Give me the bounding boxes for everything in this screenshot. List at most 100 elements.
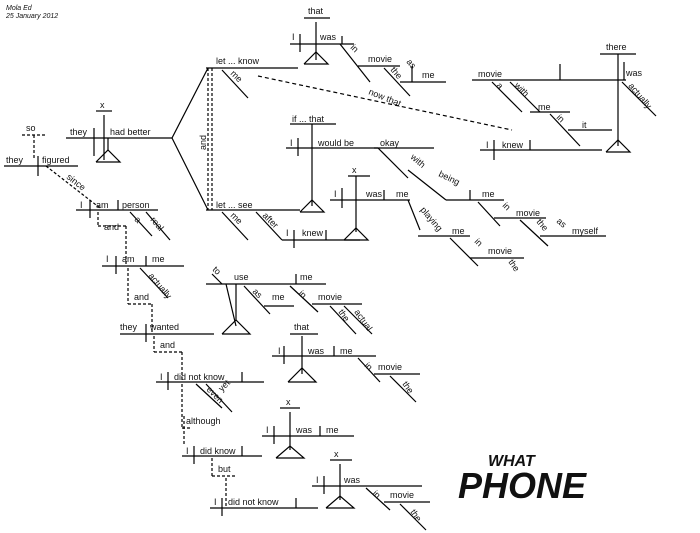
word-the-2: the xyxy=(400,379,415,395)
word-me-4: me xyxy=(340,346,353,356)
word-was-1: was xyxy=(307,346,325,356)
word-i-9: I xyxy=(292,32,295,42)
word-use: use xyxy=(234,272,249,282)
word-they-2: they xyxy=(70,127,88,137)
word-actually-2: actually xyxy=(626,81,654,111)
word-x-1: x xyxy=(100,100,105,110)
watermark-phone: PHONE xyxy=(458,465,587,502)
word-that-1: that xyxy=(294,322,310,332)
word-x-2: x xyxy=(286,397,291,407)
word-me-8: me xyxy=(422,70,435,80)
word-the-3: the xyxy=(408,507,423,523)
word-me-11: me xyxy=(452,226,465,236)
word-it: it xyxy=(582,120,587,130)
word-had-better: had better xyxy=(110,127,151,137)
watermark-what: WHAT xyxy=(488,453,536,470)
word-as-2: as xyxy=(404,57,418,71)
word-i-8: I xyxy=(316,475,319,485)
word-the-5: the xyxy=(534,217,550,233)
word-me-9: me xyxy=(482,189,495,199)
word-was-6: was xyxy=(625,68,643,78)
word-me-5: me xyxy=(326,425,339,435)
word-am-2: am xyxy=(122,254,135,264)
word-after: after xyxy=(261,210,281,230)
word-am-1: am xyxy=(96,200,109,210)
word-the-1: the xyxy=(336,307,351,323)
word-movie-5: movie xyxy=(516,208,540,218)
word-in-6: in xyxy=(473,236,485,248)
word-x-3: x xyxy=(334,449,339,459)
word-in-2: in xyxy=(363,360,375,372)
word-but: but xyxy=(218,464,231,474)
word-was-2: was xyxy=(295,425,313,435)
word-in-5: in xyxy=(501,200,513,212)
word-i-3: I xyxy=(160,372,163,382)
word-in-1: in xyxy=(297,288,309,300)
word-i-2: I xyxy=(106,254,109,264)
word-the-6: the xyxy=(506,257,521,273)
word-did-not-know-1: did not know xyxy=(174,372,225,382)
word-if-that: if ... that xyxy=(292,114,325,124)
word-actually-1: actually xyxy=(146,271,174,301)
word-myself: myself xyxy=(572,226,599,236)
word-movie-3: movie xyxy=(390,490,414,500)
word-with-1: with xyxy=(408,151,427,170)
word-would-be: would be xyxy=(317,138,354,148)
word-movie-7: movie xyxy=(478,69,502,79)
word-movie-4: movie xyxy=(368,54,392,64)
word-i-4: I xyxy=(186,446,189,456)
word-wanted: wanted xyxy=(149,322,179,332)
word-although: although xyxy=(186,416,221,426)
word-being: being xyxy=(437,169,461,187)
word-x-4: x xyxy=(352,165,357,175)
word-there: there xyxy=(606,42,627,52)
word-i-7: I xyxy=(266,425,269,435)
watermark-logo: WHAT PHONE xyxy=(458,453,587,502)
word-me-3: me xyxy=(272,292,285,302)
word-me-1: me xyxy=(152,254,165,264)
word-me-12: me xyxy=(538,102,551,112)
word-i-5: I xyxy=(214,497,217,507)
word-i-1: I xyxy=(80,200,83,210)
word-they-3: they xyxy=(120,322,138,332)
word-the-4: the xyxy=(388,65,404,81)
word-okay: okay xyxy=(380,138,400,148)
word-movie-1: movie xyxy=(318,292,342,302)
word-was-3: was xyxy=(343,475,361,485)
word-was-4: was xyxy=(319,32,337,42)
author-label: Mola Ed xyxy=(6,5,32,12)
word-a-1: a xyxy=(133,214,144,225)
word-i-12: I xyxy=(286,228,289,238)
word-knew-1: knew xyxy=(302,228,324,238)
word-now-that: now that xyxy=(367,87,403,109)
word-i-11: I xyxy=(334,189,337,199)
word-did-know: did know xyxy=(200,446,236,456)
word-knew-2: knew xyxy=(502,140,524,150)
word-movie-2: movie xyxy=(378,362,402,372)
word-person: person xyxy=(122,200,150,210)
word-was-5: was xyxy=(365,189,383,199)
word-i-13: I xyxy=(486,140,489,150)
word-me-10: me xyxy=(396,189,409,199)
word-as-1: as xyxy=(251,286,265,300)
date-label: 25 January 2012 xyxy=(6,13,59,20)
word-so: so xyxy=(26,123,36,133)
word-let-see: let ... see xyxy=(216,200,253,210)
word-they: they xyxy=(6,155,24,165)
word-me-7: me xyxy=(229,210,245,226)
diagram-lines xyxy=(4,17,657,531)
word-movie-6: movie xyxy=(488,246,512,256)
word-as-3: as xyxy=(555,216,569,230)
word-me-6: me xyxy=(229,68,245,84)
word-actual: actual xyxy=(352,307,374,332)
word-that-2: that xyxy=(308,6,324,16)
word-did-not-know-2: did not know xyxy=(228,497,279,507)
word-a-2: a xyxy=(495,80,506,91)
word-i-10: I xyxy=(290,138,293,148)
word-playing: playing xyxy=(418,205,444,233)
word-figured: figured xyxy=(42,155,70,165)
word-since: since xyxy=(65,172,88,193)
word-and-2: and xyxy=(134,292,149,302)
word-in-3: in xyxy=(371,488,383,500)
